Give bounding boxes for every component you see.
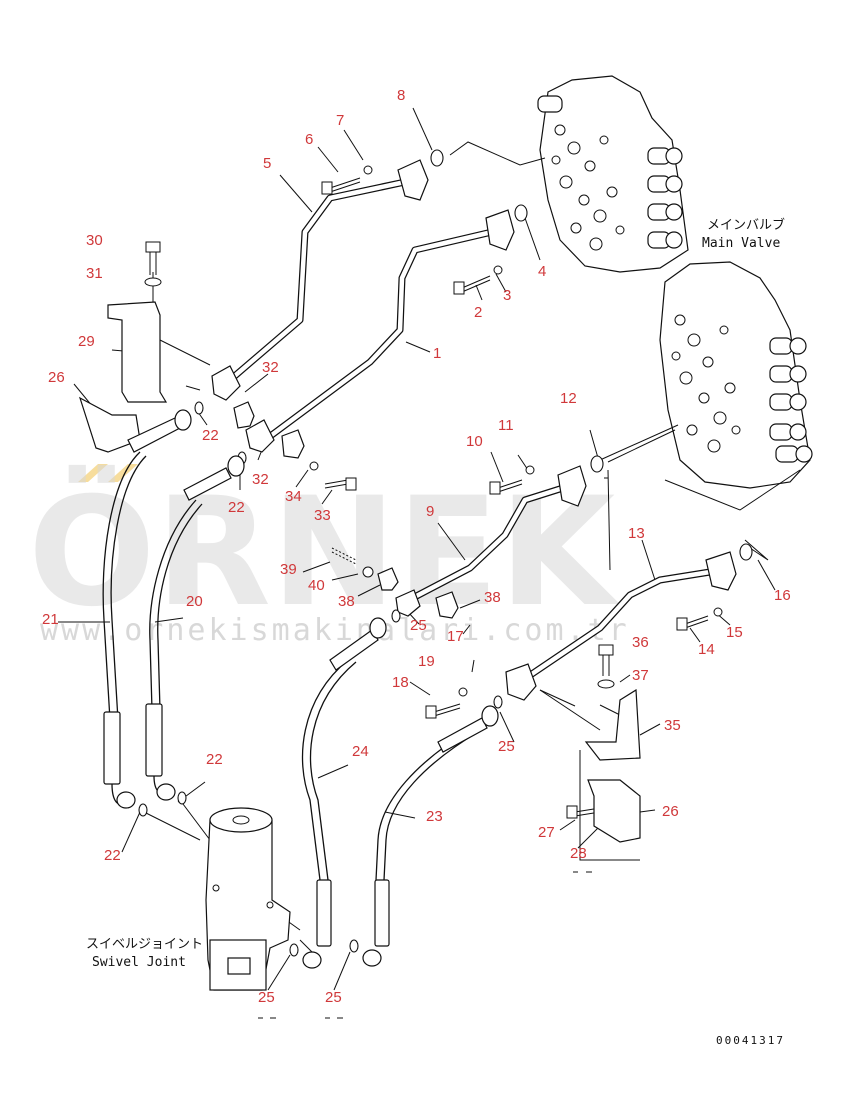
callout-25-lower: 25: [498, 738, 515, 755]
swivel-joint: [205, 807, 291, 991]
hose-21: [102, 451, 147, 805]
callout-29: 29: [78, 333, 95, 350]
watermark: ÖRNEK www.ornekismakinalari.com.tr: [28, 464, 630, 648]
callout-11: 11: [498, 417, 514, 434]
pipe-9: [401, 484, 567, 606]
main-valve-lower: [659, 261, 813, 489]
callout-37: 37: [632, 667, 649, 684]
callout-25-mid: 25: [410, 617, 427, 634]
callout-38-left: 38: [338, 593, 355, 610]
watermark-chevron-icon: [78, 464, 138, 482]
callout-26-left: 26: [48, 369, 65, 386]
callout-25-swivel-left: 25: [258, 989, 275, 1006]
callout-21: 21: [42, 611, 59, 628]
callout-28: 28: [570, 845, 587, 862]
callout-5: 5: [263, 155, 271, 172]
watermark-url: www.ornekismakinalari.com.tr: [40, 613, 630, 648]
pipe-1: [261, 228, 496, 444]
drawing-code: 00041317: [716, 1034, 785, 1047]
callout-9: 9: [426, 503, 434, 520]
callout-22-right: 22: [206, 751, 223, 768]
hose-24: [301, 659, 357, 947]
brackets: [78, 301, 641, 843]
callout-22-mid: 22: [228, 499, 245, 516]
callout-33: 33: [314, 507, 331, 524]
callout-38-right: 38: [484, 589, 501, 606]
callout-23: 23: [426, 808, 443, 825]
callout-22-upper: 22: [202, 427, 219, 444]
hose-23: [374, 729, 479, 947]
callout-36: 36: [632, 634, 649, 651]
callout-20: 20: [186, 593, 203, 610]
swivel-label-en: Swivel Joint: [92, 955, 186, 970]
watermark-logo: ÖRNEK: [28, 464, 620, 640]
main-valve-label-jp: メインバルブ: [707, 217, 785, 233]
callout-8: 8: [397, 87, 405, 104]
callout-17: 17: [447, 628, 464, 645]
main-valve-label-en: Main Valve: [702, 236, 780, 251]
callout-19: 19: [418, 653, 435, 670]
callout-7: 7: [336, 112, 344, 129]
callout-2: 2: [474, 304, 482, 321]
callout-32-bottom: 32: [252, 471, 269, 488]
callout-15: 15: [726, 624, 743, 641]
callout-3: 3: [503, 287, 511, 304]
callout-31: 31: [86, 265, 103, 282]
callout-22-bottom: 22: [104, 847, 121, 864]
clamps: [233, 401, 459, 619]
callout-4: 4: [538, 263, 546, 280]
callout-1: 1: [433, 345, 441, 362]
callout-30: 30: [86, 232, 103, 249]
callouts: 8 7 6 5 30 31 4 3 2 1 29 32 26 22 32 12 …: [42, 87, 791, 1006]
pipe-13: [516, 568, 714, 686]
o-rings: [138, 149, 753, 957]
main-valve-upper: [537, 75, 689, 273]
callout-10: 10: [466, 433, 483, 450]
callout-16: 16: [774, 587, 791, 604]
callout-32-top: 32: [262, 359, 279, 376]
callout-40: 40: [308, 577, 325, 594]
callout-6: 6: [305, 131, 313, 148]
swivel-label-jp: スイベルジョイント: [86, 937, 203, 952]
callout-39: 39: [280, 561, 297, 578]
tick-marks: [258, 871, 592, 1019]
callout-12: 12: [560, 390, 577, 407]
callout-25-swivel-right: 25: [325, 989, 342, 1006]
flanges: [211, 159, 737, 701]
callout-26-right: 26: [662, 803, 679, 820]
callout-24: 24: [352, 743, 369, 760]
callout-13: 13: [628, 525, 645, 542]
callout-14: 14: [698, 641, 715, 658]
hose-fittings: [116, 409, 499, 969]
hose-20: [145, 499, 203, 794]
callout-27: 27: [538, 824, 555, 841]
callout-34: 34: [285, 488, 302, 505]
pipe-5: [226, 178, 409, 384]
callout-35: 35: [664, 717, 681, 734]
callout-18: 18: [392, 674, 409, 691]
